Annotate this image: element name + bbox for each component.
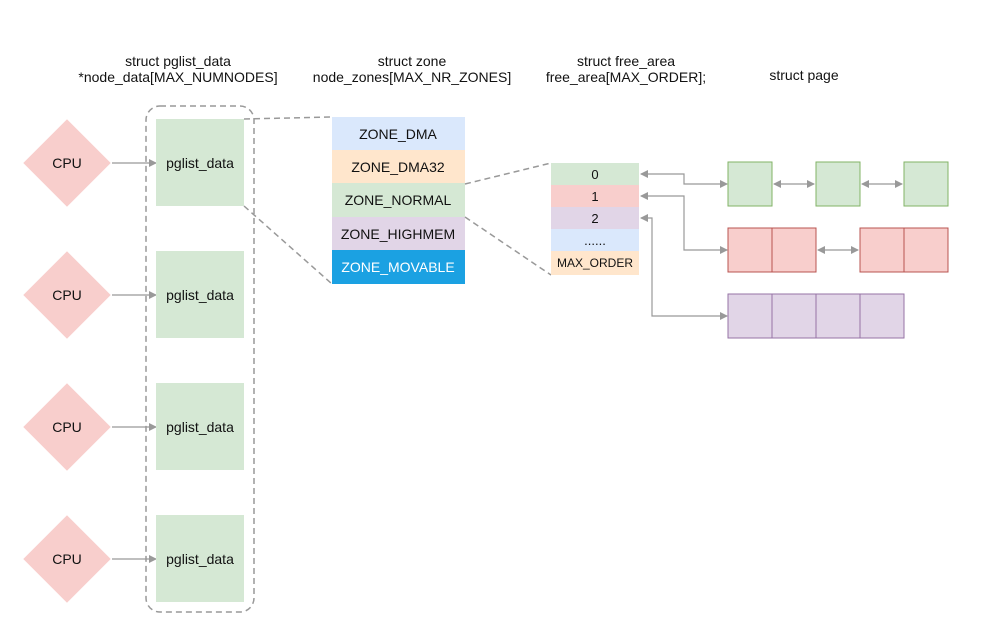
pglist-box bbox=[156, 119, 244, 206]
node-row: CPU pglist_data bbox=[23, 251, 244, 339]
zone-label: ZONE_MOVABLE bbox=[341, 259, 454, 275]
pglist-box bbox=[156, 515, 244, 602]
free-area-stack: 0 1 2 ...... MAX_ORDER bbox=[551, 163, 639, 275]
zone-box bbox=[332, 117, 465, 150]
zone-label: ZONE_DMA32 bbox=[351, 159, 445, 175]
cpu-label: CPU bbox=[52, 155, 82, 171]
pglist-label: pglist_data bbox=[166, 287, 234, 303]
node-row: CPU pglist_data bbox=[23, 119, 244, 207]
order0-connector bbox=[640, 170, 728, 188]
free-area-label: 2 bbox=[591, 211, 598, 226]
pglist-label: pglist_data bbox=[166, 419, 234, 435]
page-block bbox=[727, 161, 773, 207]
page-block bbox=[815, 161, 861, 207]
pglist-box bbox=[156, 383, 244, 470]
page-list-order0 bbox=[727, 161, 949, 207]
header-zone-line1: struct zone bbox=[378, 53, 447, 69]
page-list-order1 bbox=[727, 227, 949, 273]
free-area-label: ...... bbox=[584, 233, 606, 248]
zone-box bbox=[332, 150, 465, 183]
order2-connector bbox=[640, 214, 728, 320]
zone-box bbox=[332, 250, 465, 284]
zone-label: ZONE_NORMAL bbox=[345, 192, 452, 208]
expand-line-zone-bottom bbox=[464, 216, 552, 276]
page-block bbox=[859, 227, 905, 273]
header-pglist-line2: *node_data[MAX_NUMNODES] bbox=[78, 69, 277, 85]
cpu-diamond bbox=[23, 251, 111, 339]
node-row: CPU pglist_data bbox=[23, 383, 244, 471]
order1-connector bbox=[640, 192, 728, 254]
free-area-label: MAX_ORDER bbox=[557, 256, 633, 270]
free-area-box bbox=[551, 207, 639, 229]
header-zone-line2: node_zones[MAX_NR_ZONES] bbox=[313, 69, 511, 85]
page-block bbox=[815, 293, 861, 339]
node-row: CPU pglist_data bbox=[23, 515, 244, 603]
zone-box bbox=[332, 183, 465, 217]
page-block bbox=[771, 227, 817, 273]
page-block bbox=[727, 227, 773, 273]
page-block bbox=[771, 293, 817, 339]
free-area-box bbox=[551, 251, 639, 275]
page-block bbox=[859, 293, 905, 339]
cpu-label: CPU bbox=[52, 551, 82, 567]
pglist-label: pglist_data bbox=[166, 551, 234, 567]
expand-line-top bbox=[243, 116, 333, 120]
header-free-area: struct free_area free_area[MAX_ORDER]; bbox=[546, 53, 706, 85]
header-page: struct page bbox=[769, 67, 838, 83]
node-data-array-border bbox=[145, 105, 255, 613]
page-block bbox=[903, 161, 949, 207]
header-free-area-line2: free_area[MAX_ORDER]; bbox=[546, 69, 706, 85]
free-area-box bbox=[551, 163, 639, 185]
header-pglist: struct pglist_data *node_data[MAX_NUMNOD… bbox=[78, 53, 277, 85]
cpu-diamond bbox=[23, 515, 111, 603]
cpu-diamond bbox=[23, 119, 111, 207]
zone-label: ZONE_HIGHMEM bbox=[341, 226, 455, 242]
pglist-label: pglist_data bbox=[166, 155, 234, 171]
expand-line-zone-top bbox=[464, 162, 552, 185]
free-area-label: 1 bbox=[591, 189, 598, 204]
cpu-label: CPU bbox=[52, 287, 82, 303]
page-list-order2 bbox=[727, 293, 905, 339]
header-free-area-line1: struct free_area bbox=[577, 53, 675, 69]
free-area-box bbox=[551, 229, 639, 251]
free-area-label: 0 bbox=[591, 167, 598, 182]
zone-stack: ZONE_DMA ZONE_DMA32 ZONE_NORMAL ZONE_HIG… bbox=[332, 117, 465, 284]
header-zone: struct zone node_zones[MAX_NR_ZONES] bbox=[313, 53, 511, 85]
expand-line-bottom bbox=[243, 205, 333, 285]
cpu-label: CPU bbox=[52, 419, 82, 435]
header-pglist-line1: struct pglist_data bbox=[125, 53, 231, 69]
zone-box bbox=[332, 217, 465, 250]
page-block bbox=[727, 293, 773, 339]
cpu-diamond bbox=[23, 383, 111, 471]
zone-label: ZONE_DMA bbox=[359, 126, 437, 142]
pglist-box bbox=[156, 251, 244, 338]
page-block bbox=[903, 227, 949, 273]
free-area-box bbox=[551, 185, 639, 207]
